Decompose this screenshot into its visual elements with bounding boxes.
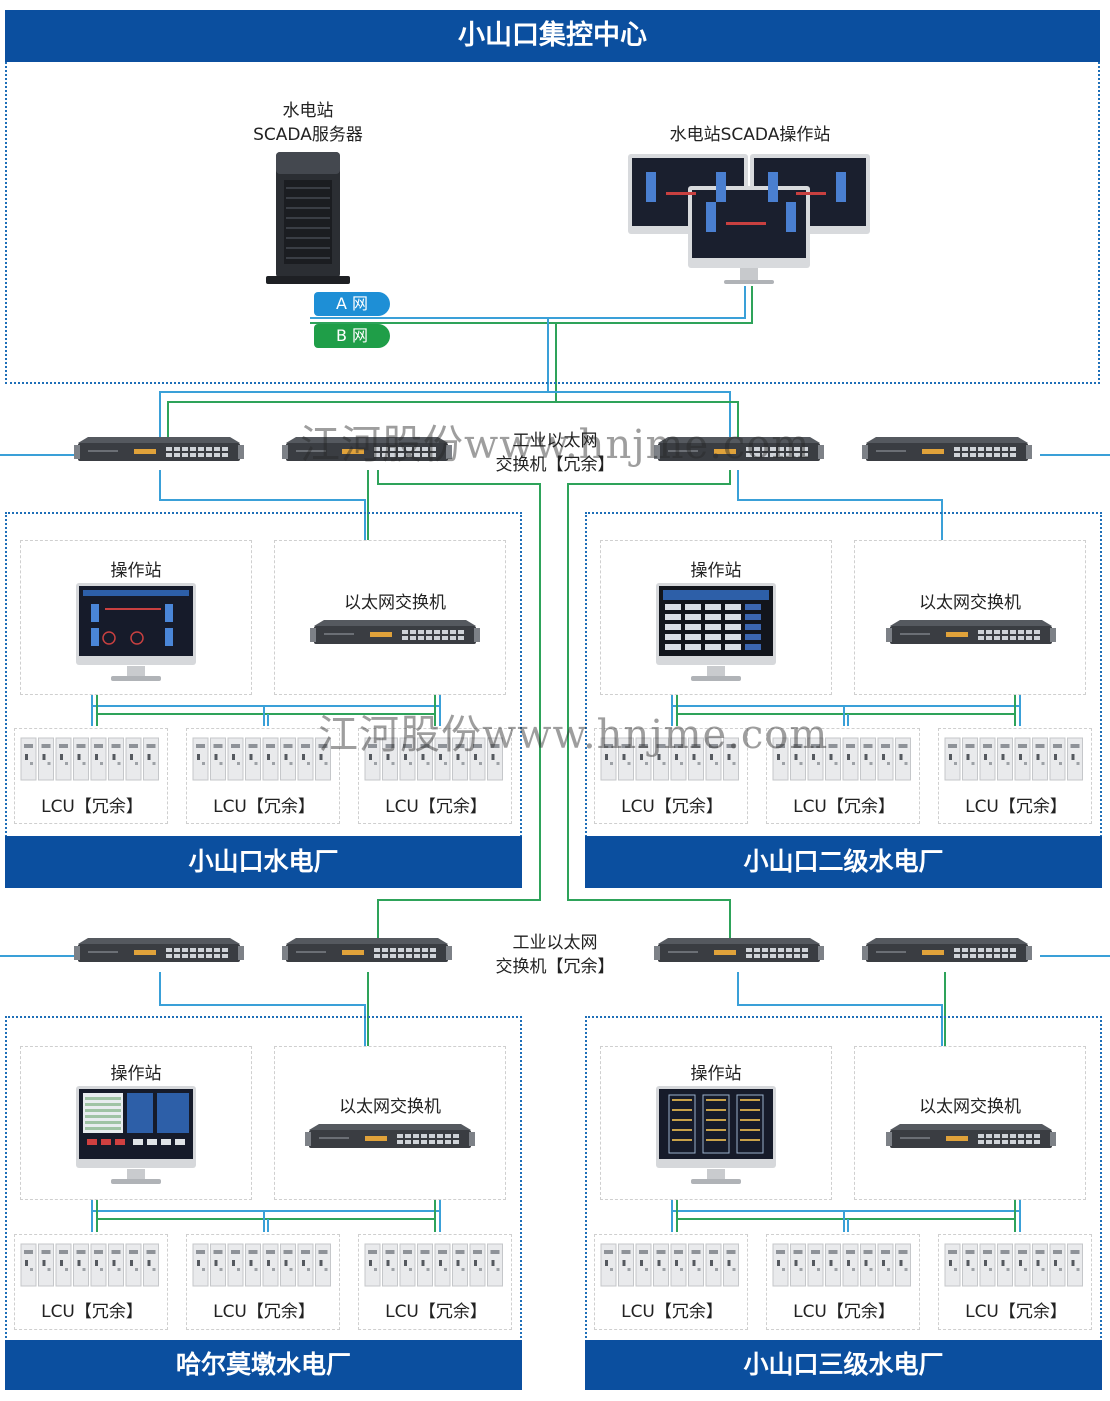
plant-2-workstation-label: 操作站 [690, 561, 742, 581]
plant-1-lcu-label: LCU【冗余】 [385, 797, 487, 817]
scada-server-label-line1: 水电站 [282, 101, 334, 121]
industrial-switch-icon [282, 437, 452, 461]
plant-4-workstation-label: 操作站 [690, 1064, 742, 1084]
plant-1-lcu-cabinet-icon [364, 737, 503, 781]
plant-3-lcu-cabinet-icon [364, 1243, 503, 1287]
industrial-switch-label-bottom-line2: 交换机【冗余】 [495, 957, 615, 977]
plant-3-lcu-cabinet-icon [20, 1243, 159, 1287]
scada-workstation-label: 水电站SCADA操作站 [669, 125, 831, 145]
plant-2-lcu-cabinet-icon [772, 737, 911, 781]
plant-3-lcu-label: LCU【冗余】 [213, 1302, 315, 1322]
industrial-switch-icon [282, 938, 452, 962]
plant-4-lcu-label: LCU【冗余】 [621, 1302, 723, 1322]
plant-1-lcu-label: LCU【冗余】 [213, 797, 315, 817]
plant-4-lcu-cabinet-icon [944, 1243, 1083, 1287]
control-center-banner: 小山口集控中心 [5, 10, 1100, 62]
plant-1-ethernet-switch-icon [310, 620, 480, 644]
plant-2-lcu-label: LCU【冗余】 [965, 797, 1067, 817]
industrial-switch-label-bottom-line1: 工业以太网 [512, 933, 598, 953]
plant-2-ethernet-switch-icon [886, 620, 1056, 644]
plant-4-switch-label: 以太网交换机 [919, 1097, 1021, 1117]
plant-3-switch-label: 以太网交换机 [339, 1097, 441, 1117]
scada-workstation-monitors-icon [628, 154, 870, 284]
industrial-switch-icon [74, 437, 244, 461]
watermark-text: 江河股份www.hnjme.com [318, 712, 829, 758]
plant-1-name-banner: 小山口水电厂 [5, 836, 522, 888]
plant-2-lcu-label: LCU【冗余】 [793, 797, 895, 817]
watermark-text: 江河股份www.hnjme.com [300, 422, 811, 468]
industrial-switch-label-top-line2: 交换机【冗余】 [495, 455, 615, 475]
plant-3-name-banner: 哈尔莫墩水电厂 [5, 1340, 522, 1390]
plant-4-ethernet-switch-icon [886, 1124, 1056, 1148]
industrial-switch-icon [654, 938, 824, 962]
plant-2-switch-panel [854, 540, 1086, 695]
industrial-switch-icon [654, 437, 824, 461]
plant-1-lcu-label: LCU【冗余】 [41, 797, 143, 817]
scada-server-icon [266, 152, 350, 284]
plant-4-lcu-cabinet-icon [772, 1243, 911, 1287]
control-center-area [5, 62, 1100, 384]
industrial-switch-icon [74, 938, 244, 962]
plant-2-switch-label: 以太网交换机 [919, 593, 1021, 613]
scada-server-label-line2: SCADA服务器 [253, 125, 363, 145]
plant-2-lcu-cabinet-icon [600, 737, 739, 781]
plant-1-switch-panel [274, 540, 506, 695]
plant-2-name-banner: 小山口二级水电厂 [585, 836, 1102, 888]
plant-3-workstation-monitor-icon [76, 1086, 196, 1184]
plant-1-switch-label: 以太网交换机 [344, 593, 446, 613]
industrial-switch-label-top-line1: 工业以太网 [512, 431, 598, 451]
industrial-switch-icon [862, 938, 1032, 962]
plant-4-lcu-label: LCU【冗余】 [793, 1302, 895, 1322]
plant-4-name-banner: 小山口三级水电厂 [585, 1340, 1102, 1390]
plant-3-lcu-label: LCU【冗余】 [41, 1302, 143, 1322]
plant-3-lcu-cabinet-icon [192, 1243, 331, 1287]
plant-1-workstation-monitor-icon [76, 583, 196, 681]
plant-1-workstation-label: 操作站 [110, 561, 162, 581]
plant-4-lcu-cabinet-icon [600, 1243, 739, 1287]
plant-3-switch-panel [274, 1046, 506, 1200]
plant-2-lcu-label: LCU【冗余】 [621, 797, 723, 817]
plant-4-workstation-monitor-icon [656, 1086, 776, 1184]
industrial-switch-icon [862, 437, 1032, 461]
net-b-tag: B 网 [314, 324, 390, 348]
plant-2-workstation-monitor-icon [656, 583, 776, 681]
plant-3-lcu-label: LCU【冗余】 [385, 1302, 487, 1322]
plant-3-ethernet-switch-icon [305, 1124, 475, 1148]
plant-1-lcu-cabinet-icon [20, 737, 159, 781]
plant-3-workstation-label: 操作站 [110, 1064, 162, 1084]
plant-2-lcu-cabinet-icon [944, 737, 1083, 781]
plant-4-switch-panel [854, 1046, 1086, 1200]
plant-4-lcu-label: LCU【冗余】 [965, 1302, 1067, 1322]
net-a-tag: A 网 [314, 292, 390, 316]
plant-1-lcu-cabinet-icon [192, 737, 331, 781]
